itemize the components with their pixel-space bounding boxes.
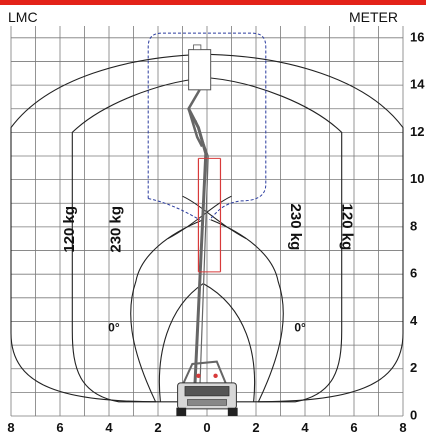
x-tick-label: 6 [350, 420, 357, 435]
machine-illustration [176, 44, 238, 416]
vehicle-wheel-left [176, 407, 187, 416]
basket-top [193, 44, 202, 51]
beacon-left [196, 373, 201, 379]
y-tick-label: 4 [410, 313, 418, 328]
y-tick-label: 0 [410, 407, 417, 422]
vehicle-wheel-right [227, 407, 238, 416]
x-tick-label: 2 [252, 420, 259, 435]
y-tick-label: 6 [410, 266, 417, 281]
x-tick-label: 0 [203, 420, 210, 435]
operating-window-dashed [147, 32, 267, 221]
boom-secondary [195, 120, 209, 393]
y-tick-label: 2 [410, 360, 417, 375]
zone-label: 230 kg [107, 206, 124, 253]
zone-label: 120 kg [339, 204, 356, 251]
boom-main [187, 108, 208, 388]
zone-labels: 120 kg 230 kg 230 kg 120 kg 0° 0° [61, 204, 356, 335]
envelope-crossline [182, 195, 247, 240]
zone-label: 230 kg [287, 204, 304, 251]
turret [181, 360, 228, 386]
header-bar [0, 0, 426, 5]
x-tick-label: 4 [301, 420, 309, 435]
angle-label: 0° [294, 321, 306, 335]
envelope-120kg-right [210, 53, 404, 403]
y-tick-label: 10 [410, 171, 424, 186]
x-tick-label: 8 [399, 420, 406, 435]
x-tick-label: 8 [7, 420, 14, 435]
vehicle-windshield [184, 386, 230, 397]
header-right-label: METER [349, 9, 398, 25]
angle-label: 0° [108, 321, 120, 335]
envelope-230kg-left [71, 77, 204, 403]
envelope-120kg-left [10, 53, 204, 403]
envelope-230kg-right [210, 77, 343, 403]
x-tick-label: 6 [56, 420, 63, 435]
y-tick-label: 8 [410, 218, 417, 233]
grid [10, 26, 404, 417]
y-tick-label: 14 [410, 77, 425, 92]
basket [188, 49, 212, 91]
x-tick-label: 4 [105, 420, 113, 435]
jib-arm [187, 89, 204, 148]
y-tick-label: 16 [410, 29, 424, 44]
x-tick-label: 2 [154, 420, 161, 435]
zone-label: 120 kg [61, 206, 78, 253]
header-left-label: LMC [8, 9, 38, 25]
vehicle-grille [187, 399, 227, 406]
beacon-right [213, 373, 218, 379]
y-tick-label: 12 [410, 124, 424, 139]
reach-envelopes [10, 32, 404, 403]
